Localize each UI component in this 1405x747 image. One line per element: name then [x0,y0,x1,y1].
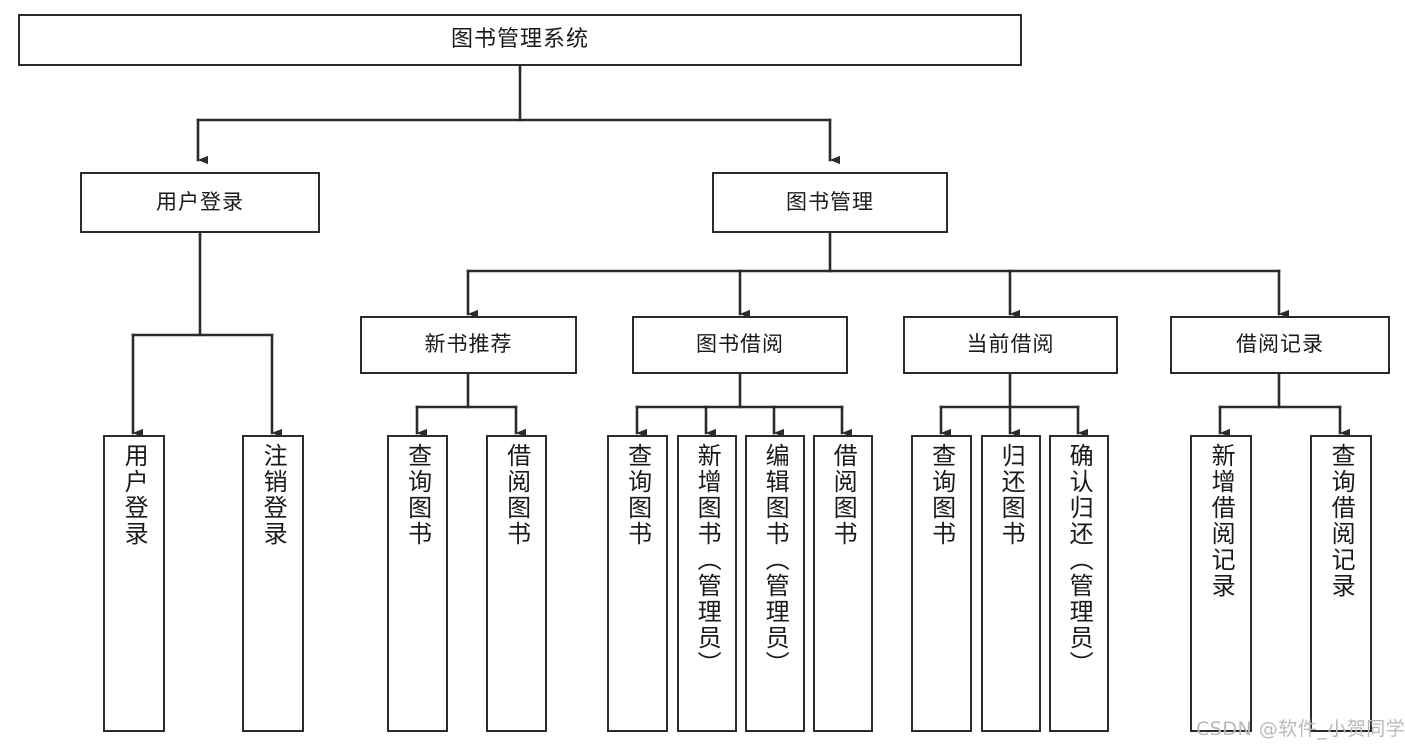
node-label: 图书管理 [786,189,874,214]
edge-root-to-level1 [196,64,841,165]
node-user-login[interactable]: 用户登录 [80,172,320,233]
node-current-borrow[interactable]: 当前借阅 [903,316,1118,374]
node-label: 新书推荐 [424,332,513,357]
node-leaf-borrow-book[interactable]: 借阅图书 [813,435,873,732]
node-leaf-query-book-recommend[interactable]: 查询图书 [387,435,448,732]
node-leaf-query-book-borrow[interactable]: 查询图书 [607,435,668,732]
node-leaf-return-book[interactable]: 归还图书 [981,435,1041,732]
edge-book-borrow-to-leaves [635,372,853,438]
edge-book-manage-to-level2 [466,231,1290,319]
edge-user-login-to-leaves [131,231,283,438]
node-label: 确认归还（管理员） [1065,443,1094,677]
node-label: 查询借阅记录 [1327,443,1356,599]
node-leaf-add-borrow-record[interactable]: 新增借阅记录 [1190,435,1252,732]
edge-current-borrow-to-leaves [939,372,1089,438]
node-label: 借阅记录 [1236,332,1324,357]
node-label: 图书借阅 [696,332,784,357]
node-label: 查询图书 [623,443,652,547]
node-new-book-recommend[interactable]: 新书推荐 [360,316,577,374]
node-leaf-add-book[interactable]: 新增图书（管理员） [677,435,737,732]
csdn-watermark: CSDN @软件_小贺同学 [1196,718,1405,740]
node-label: 新增借阅记录 [1207,443,1236,599]
node-label: 当前借阅 [966,332,1055,357]
node-leaf-query-book-current[interactable]: 查询图书 [911,435,972,732]
node-label: 归还图书 [997,443,1026,547]
node-book-manage[interactable]: 图书管理 [712,172,948,233]
node-label: 图书管理系统 [450,26,589,52]
node-label: 编辑图书（管理员） [761,443,790,677]
node-root-book-management-system[interactable]: 图书管理系统 [18,14,1022,66]
node-leaf-user-login[interactable]: 用户登录 [103,435,165,732]
node-label: 注销登录 [259,443,288,547]
node-leaf-user-logout[interactable]: 注销登录 [242,435,304,732]
node-label: 用户登录 [156,189,244,214]
node-label: 查询图书 [927,443,956,547]
node-book-borrow[interactable]: 图书借阅 [632,316,848,374]
edge-new-book-recommend-to-leaves [415,372,527,438]
edge-borrow-record-to-leaves [1218,372,1351,438]
node-label: 新增图书（管理员） [693,443,722,677]
node-label: 借阅图书 [829,443,858,547]
node-leaf-confirm-return[interactable]: 确认归还（管理员） [1049,435,1109,732]
node-leaf-query-borrow-record[interactable]: 查询借阅记录 [1310,435,1372,732]
node-leaf-edit-book[interactable]: 编辑图书（管理员） [745,435,805,732]
node-leaf-borrow-book-recommend[interactable]: 借阅图书 [486,435,547,732]
node-borrow-record[interactable]: 借阅记录 [1170,316,1390,374]
node-label: 借阅图书 [502,443,531,547]
node-label: 查询图书 [403,443,432,547]
node-label: 用户登录 [120,443,149,547]
